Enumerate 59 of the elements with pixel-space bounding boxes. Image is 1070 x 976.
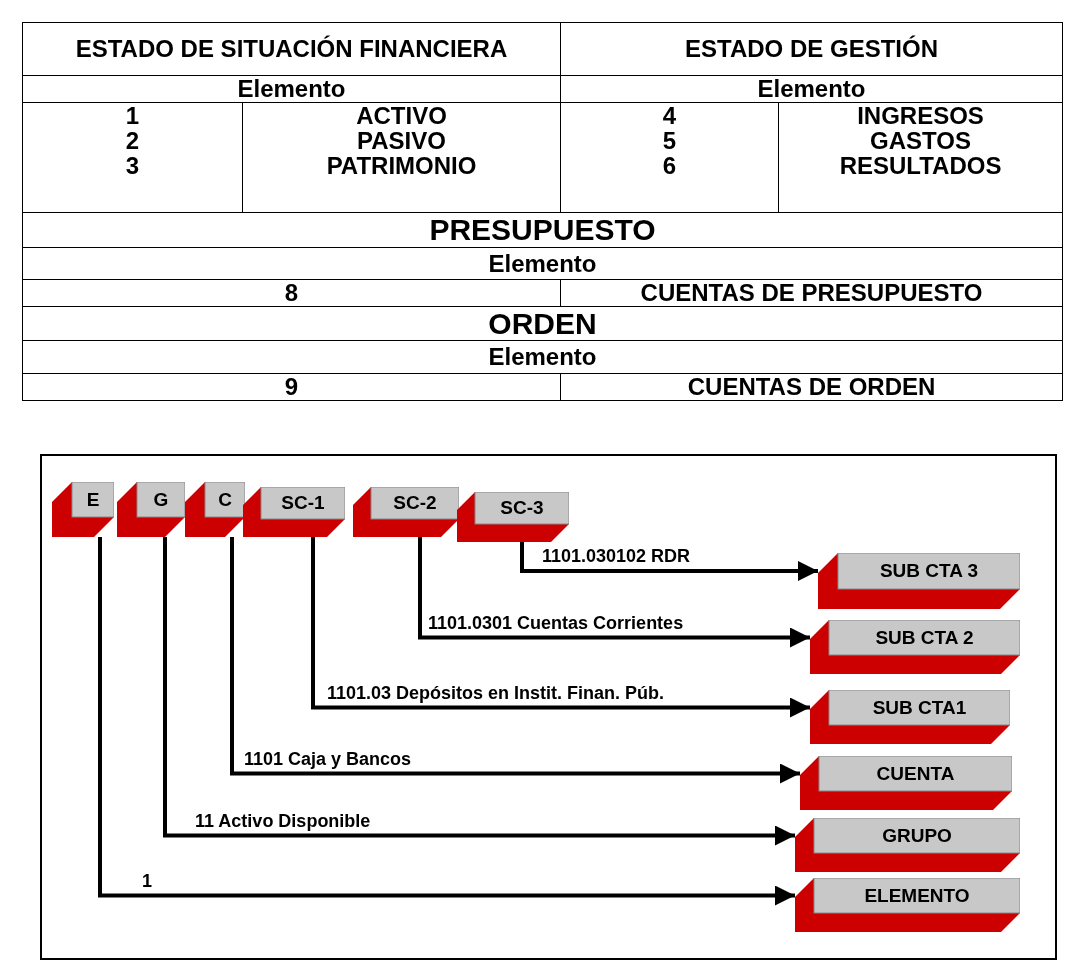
block-label: SC-3 <box>499 498 545 517</box>
cube-block <box>353 487 459 537</box>
table-header: ESTADO DE SITUACIÓN FINANCIERA <box>75 36 508 62</box>
cube-block <box>800 756 1012 810</box>
element-number: 4 <box>662 103 677 129</box>
cube-block <box>117 482 185 537</box>
edge-label: 11 Activo Disponible <box>193 811 373 830</box>
edge-label: 1101 Caja y Bancos <box>242 749 414 768</box>
element-number: 8 <box>284 280 299 306</box>
block-label: CUENTA <box>875 763 956 783</box>
edge-label: 1 <box>140 871 154 890</box>
cube-block <box>795 878 1020 932</box>
section-header: PRESUPUESTO <box>429 214 656 246</box>
block-label: SC-2 <box>392 493 438 512</box>
arrow <box>311 537 810 718</box>
cube-block <box>818 553 1020 609</box>
element-name: RESULTADOS <box>839 153 1002 179</box>
arrow <box>418 537 810 648</box>
block-label: G <box>152 489 170 509</box>
cube-block <box>457 492 569 542</box>
column-header: Elemento <box>488 344 597 370</box>
element-name: INGRESOS <box>857 103 984 129</box>
element-name: PASIVO <box>357 128 446 154</box>
cube-block <box>185 482 245 537</box>
element-number: 6 <box>662 153 677 179</box>
element-name: ACTIVO <box>356 103 447 129</box>
block-label: SUB CTA 3 <box>878 561 980 580</box>
arrow <box>520 542 818 581</box>
cube-block <box>52 482 114 537</box>
column-header: Elemento <box>757 76 866 102</box>
block-label: SUB CTA 2 <box>874 627 975 647</box>
cube-block <box>810 620 1020 674</box>
element-number: 3 <box>125 153 140 179</box>
section-header: ORDEN <box>488 307 597 340</box>
cube-block <box>795 818 1020 872</box>
cube-block <box>810 690 1010 744</box>
element-name: PATRIMONIO <box>326 153 477 179</box>
element-name: GASTOS <box>870 128 971 154</box>
block-label: ELEMENTO <box>863 885 971 905</box>
edge-label: 1101.0301 Cuentas Corrientes <box>426 613 686 632</box>
block-label: GRUPO <box>881 825 953 845</box>
column-header: Elemento <box>488 250 597 277</box>
element-name: CUENTAS DE PRESUPUESTO <box>640 280 983 306</box>
arrow <box>98 537 795 906</box>
edge-label: 1101.030102 RDR <box>540 547 693 565</box>
element-number: 2 <box>125 128 140 154</box>
block-label: SUB CTA1 <box>871 697 968 717</box>
block-label: C <box>217 489 233 509</box>
arrow <box>230 537 800 784</box>
element-number: 9 <box>284 374 299 400</box>
element-number: 1 <box>125 103 140 129</box>
block-label: SC-1 <box>280 493 326 512</box>
arrow <box>163 537 795 846</box>
block-label: E <box>85 489 101 509</box>
element-number: 5 <box>662 128 677 154</box>
table-header: ESTADO DE GESTIÓN <box>685 36 938 62</box>
column-header: Elemento <box>237 76 346 102</box>
element-name: CUENTAS DE ORDEN <box>687 374 936 400</box>
cube-block <box>243 487 345 537</box>
